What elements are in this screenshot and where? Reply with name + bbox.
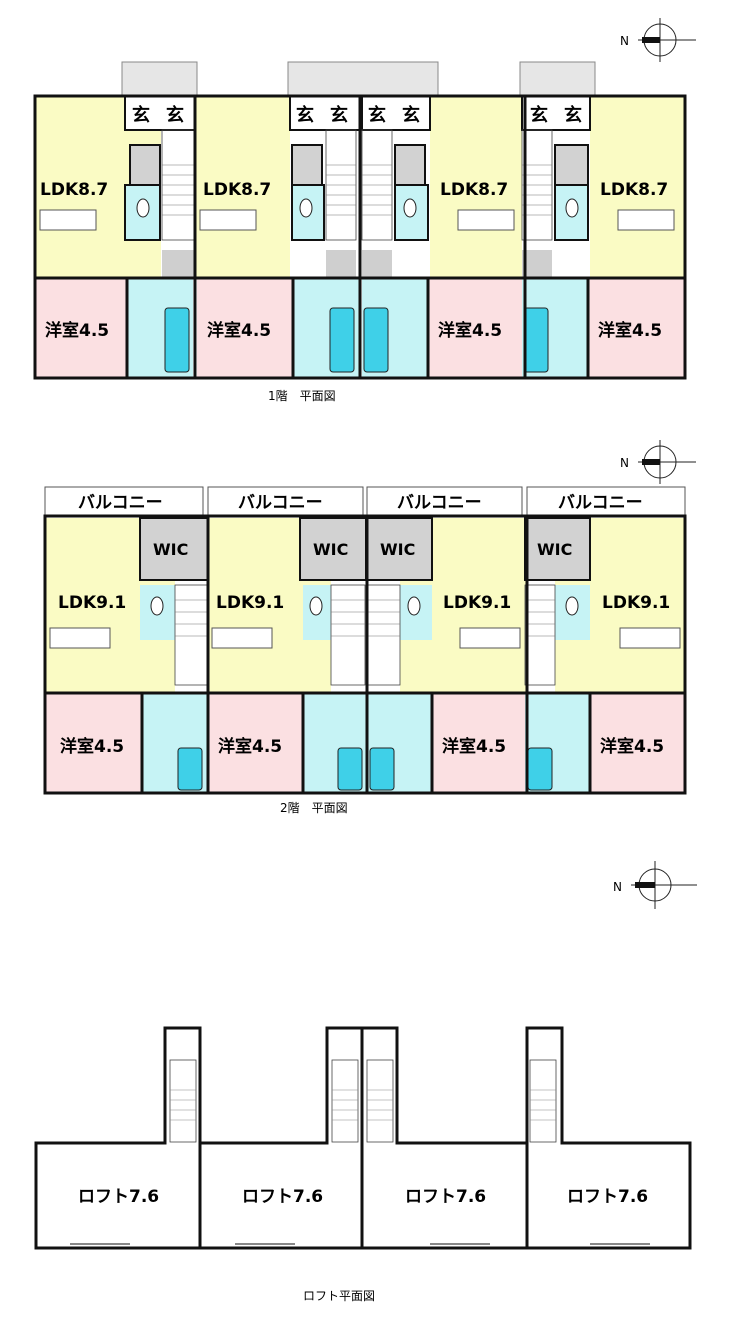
balcony-label: バルコニー [558, 493, 643, 513]
entrance-label: 玄 [132, 104, 150, 126]
entrance-label: 玄 [530, 104, 548, 126]
ldk-label: LDK9.1 [443, 593, 511, 613]
balcony-label: バルコニー [397, 493, 482, 513]
floor1-caption: 1階 平面図 [268, 388, 336, 403]
western-room-label: 洋室4.5 [442, 736, 506, 757]
loft-label: ロフト7.6 [567, 1187, 648, 1207]
ldk-label: LDK8.7 [600, 180, 668, 200]
western-room-label: 洋室4.5 [207, 320, 271, 341]
north-label: N [620, 34, 629, 48]
ldk-label: LDK9.1 [58, 593, 126, 613]
floor1-plan: 玄 玄 玄 玄 玄 玄 玄 玄 LDK8.7 LDK8.7 LDK8.7 LDK… [33, 61, 687, 403]
loft-plan: ロフト7.6 ロフト7.6 ロフト7.6 ロフト7.6 ロフト平面図 [34, 1026, 692, 1303]
wic-label: WIC [380, 540, 415, 559]
balcony-label: バルコニー [238, 493, 323, 513]
western-room-label: 洋室4.5 [438, 320, 502, 341]
entrance-label: 玄 [368, 104, 386, 126]
loft-caption: ロフト平面図 [303, 1289, 375, 1303]
western-room-label: 洋室4.5 [60, 736, 124, 757]
ldk-label: LDK9.1 [216, 593, 284, 613]
north-label: N [620, 456, 629, 470]
western-room-label: 洋室4.5 [598, 320, 662, 341]
compass-floor2: N [620, 440, 696, 484]
western-room-label: 洋室4.5 [218, 736, 282, 757]
north-label: N [613, 880, 622, 894]
entrance-label: 玄 [402, 104, 420, 126]
loft-label: ロフト7.6 [405, 1187, 486, 1207]
loft-label: ロフト7.6 [242, 1187, 323, 1207]
compass-loft: N [613, 861, 697, 909]
entrance-label: 玄 [564, 104, 582, 126]
entrance-label: 玄 [296, 104, 314, 126]
western-room-label: 洋室4.5 [45, 320, 109, 341]
balcony-label: バルコニー [78, 493, 163, 513]
floor2-caption: 2階 平面図 [280, 800, 348, 815]
wic-label: WIC [537, 540, 572, 559]
western-room-area [35, 278, 127, 378]
western-room-label: 洋室4.5 [600, 736, 664, 757]
compass-floor1: N [620, 18, 696, 62]
entrance-label: 玄 [166, 104, 184, 126]
wic-label: WIC [153, 540, 188, 559]
ldk-label: LDK8.7 [203, 180, 271, 200]
ldk-label: LDK9.1 [602, 593, 670, 613]
loft-label: ロフト7.6 [78, 1187, 159, 1207]
ldk-area [35, 96, 125, 278]
ldk-label: LDK8.7 [40, 180, 108, 200]
entrance-label: 玄 [330, 104, 348, 126]
wic-label: WIC [313, 540, 348, 559]
floor2-plan: バルコニー バルコニー バルコニー バルコニー WIC WIC WIC WIC … [43, 486, 687, 815]
ldk-label: LDK8.7 [440, 180, 508, 200]
